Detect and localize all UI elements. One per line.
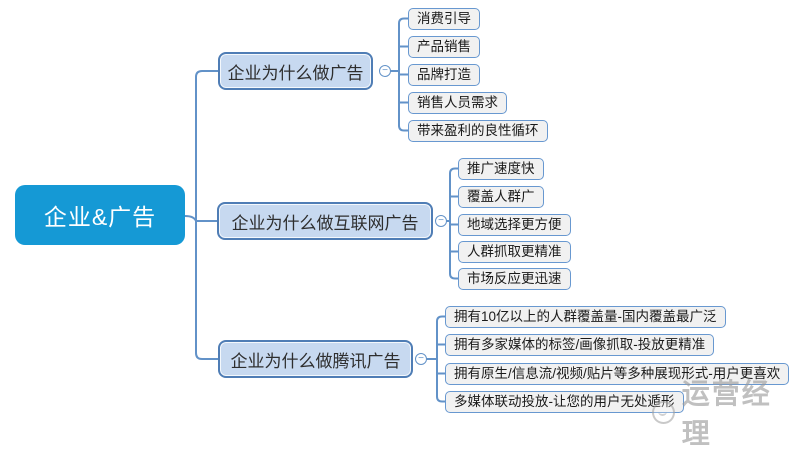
branch-node-why-advertise[interactable]: 企业为什么做广告: [218, 52, 373, 90]
leaf-label: 地域选择更方便: [467, 217, 562, 232]
leaf-node[interactable]: 地域选择更方便: [458, 214, 571, 236]
leaf-label: 拥有10亿以上的人群覆盖量-国内覆盖最广泛: [454, 309, 717, 324]
leaf-node[interactable]: 覆盖人群广: [458, 186, 544, 208]
leaf-label: 品牌打造: [417, 67, 471, 82]
connector-lines: [184, 17, 459, 403]
collapse-control[interactable]: −: [435, 215, 447, 227]
branch-node-why-internet-ads[interactable]: 企业为什么做互联网广告: [217, 202, 433, 240]
collapse-control[interactable]: −: [415, 353, 427, 365]
leaf-label: 带来盈利的良性循环: [417, 123, 539, 138]
root-label: 企业&广告: [43, 204, 157, 230]
leaf-label: 覆盖人群广: [467, 189, 535, 204]
leaf-node[interactable]: 拥有10亿以上的人群覆盖量-国内覆盖最广泛: [445, 306, 726, 328]
leaf-label: 消费引导: [417, 11, 471, 26]
leaf-node[interactable]: 人群抓取更精准: [458, 241, 571, 263]
trunk-bracket-line: [195, 70, 219, 360]
leaf-label: 多媒体联动投放-让您的用户无处遁形: [454, 394, 675, 409]
leaf-label: 人群抓取更精准: [467, 244, 562, 259]
leaf-label: 销售人员需求: [417, 95, 498, 110]
leaf-node[interactable]: 多媒体联动投放-让您的用户无处遁形: [445, 391, 684, 413]
root-node[interactable]: 企业&广告: [15, 185, 185, 245]
leaf-label: 拥有多家媒体的标签/画像抓取-投放更精准: [454, 337, 706, 352]
leaf-node[interactable]: 销售人员需求: [408, 92, 507, 114]
branch-node-why-tencent-ads[interactable]: 企业为什么做腾讯广告: [218, 340, 413, 378]
leaf-node[interactable]: 拥有原生/信息流/视频/贴片等多种展现形式-用户更喜欢: [445, 363, 790, 385]
leaf-node[interactable]: 产品销售: [408, 36, 480, 58]
collapse-control[interactable]: −: [379, 65, 391, 77]
root-stub-line: [184, 215, 197, 222]
leaf-label: 市场反应更迅速: [467, 271, 562, 286]
leaf-node[interactable]: 带来盈利的良性循环: [408, 120, 548, 142]
leaf-label: 产品销售: [417, 39, 471, 54]
leaf-node[interactable]: 推广速度快: [458, 158, 544, 180]
leaf-label: 拥有原生/信息流/视频/贴片等多种展现形式-用户更喜欢: [454, 366, 781, 381]
branch-label: 企业为什么做腾讯广告: [230, 351, 401, 371]
leaf-node[interactable]: 品牌打造: [408, 64, 480, 86]
leaf-node[interactable]: 消费引导: [408, 8, 480, 30]
branch-label: 企业为什么做广告: [227, 63, 364, 83]
leaf-node[interactable]: 市场反应更迅速: [458, 268, 571, 290]
mindmap-canvas: 企业&广告 企业为什么做广告 企业为什么做互联网广告 企业为什么做腾讯广告 − …: [15, 8, 790, 450]
branch-label: 企业为什么做互联网广告: [231, 213, 419, 233]
leaf-label: 推广速度快: [467, 161, 535, 176]
leaf-node[interactable]: 拥有多家媒体的标签/画像抓取-投放更精准: [445, 334, 715, 356]
